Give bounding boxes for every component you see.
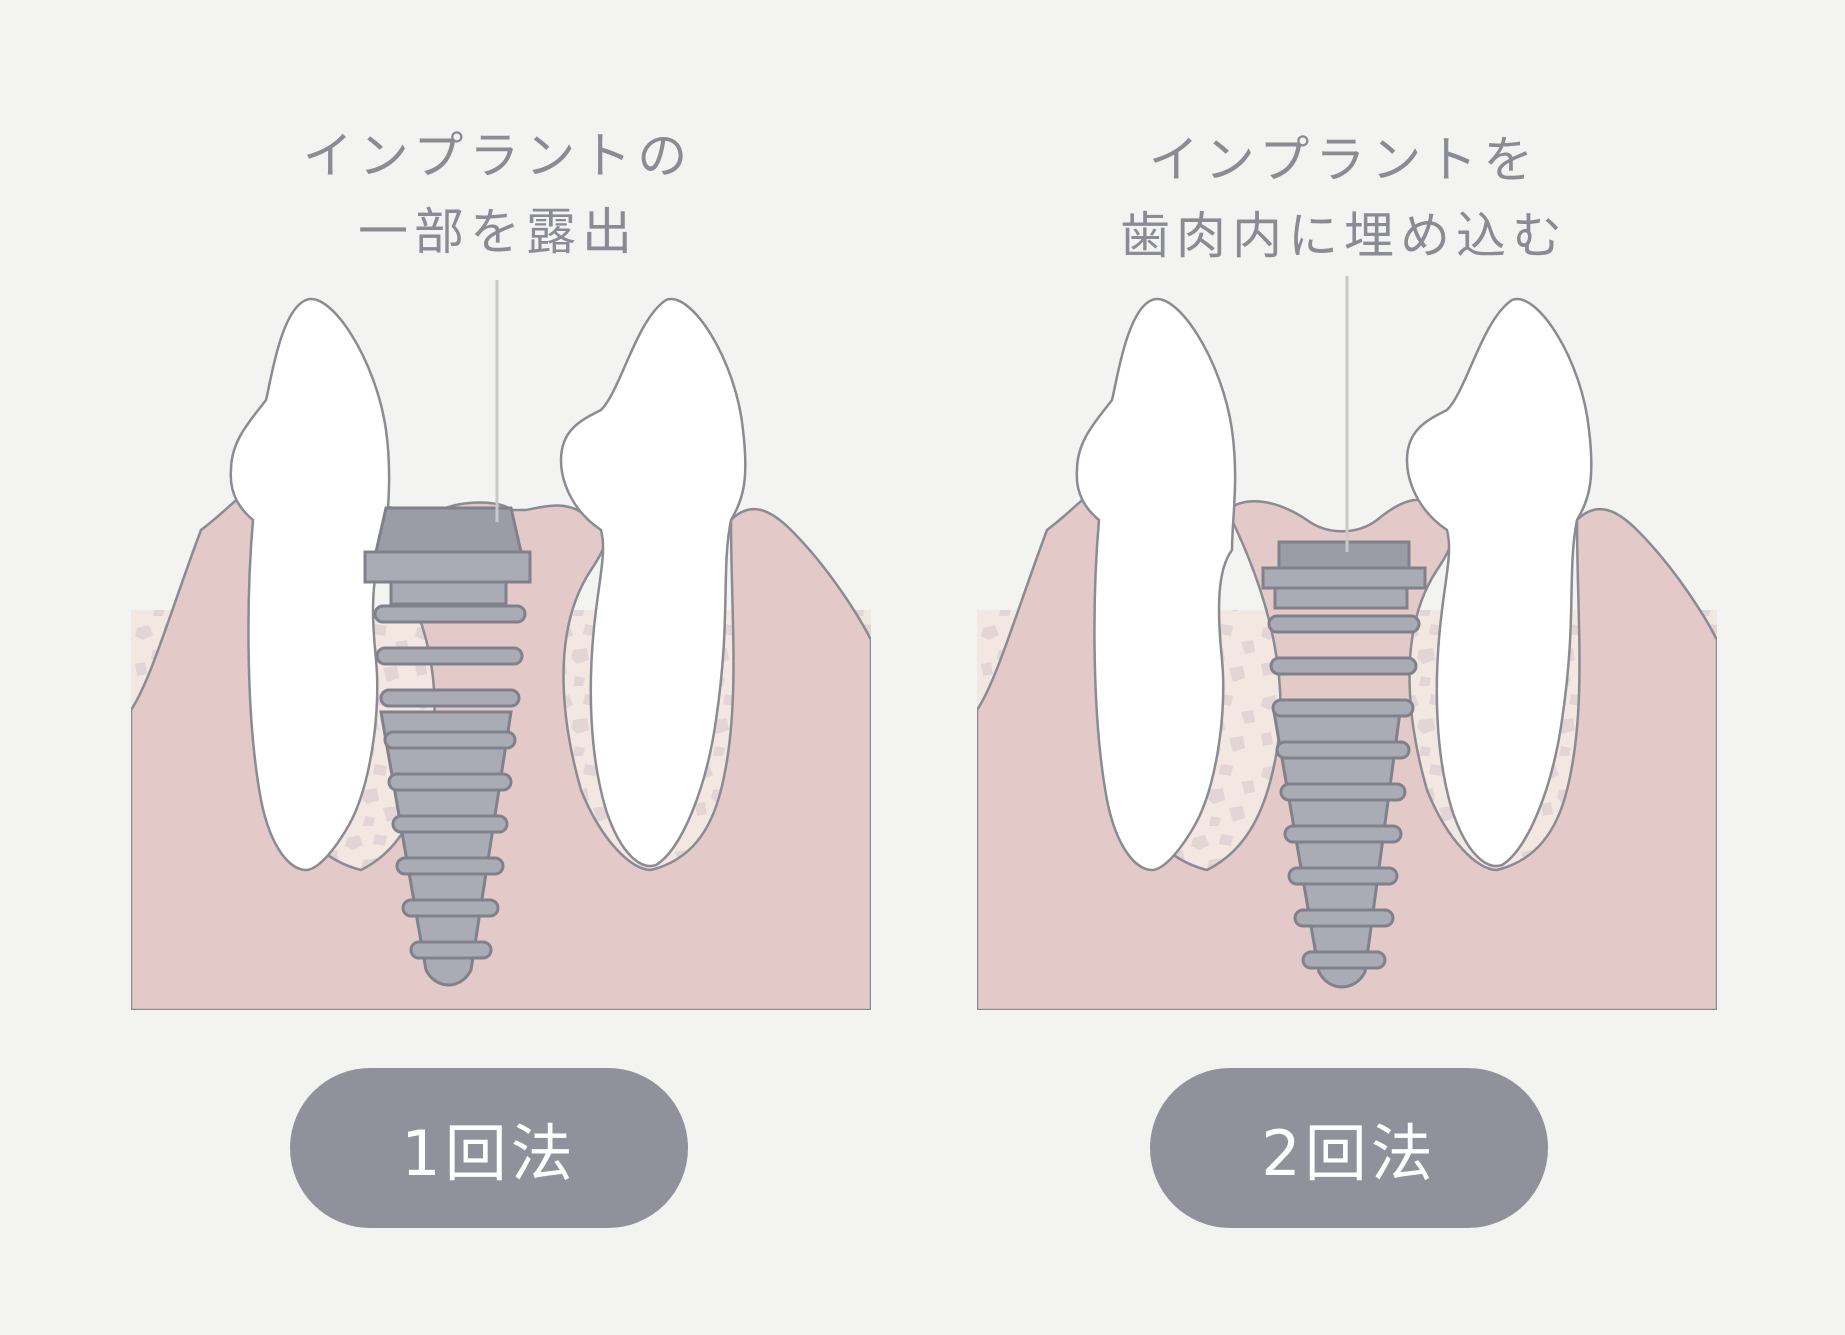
method2-caption-line2: 歯肉内に埋め込む [1120, 207, 1568, 265]
method2-caption: インプラントを 歯肉内に埋め込む [1064, 122, 1624, 274]
left-tooth [1075, 297, 1237, 872]
method1-label: 1回法 [290, 1068, 688, 1228]
implant [363, 506, 532, 987]
left-tooth [229, 297, 391, 872]
right-tooth [559, 297, 747, 868]
right-tooth [1405, 297, 1593, 868]
method2-caption-line1: インプラントを [1148, 131, 1540, 189]
method1-caption-line2: 一部を露出 [358, 203, 638, 261]
method2-illustration [977, 276, 1717, 1010]
method1-illustration [131, 280, 871, 1010]
method2-label: 2回法 [1150, 1068, 1548, 1228]
implant [1261, 540, 1427, 989]
method1-caption: インプラントの 一部を露出 [218, 118, 778, 270]
method1-caption-line1: インプラントの [302, 127, 694, 185]
